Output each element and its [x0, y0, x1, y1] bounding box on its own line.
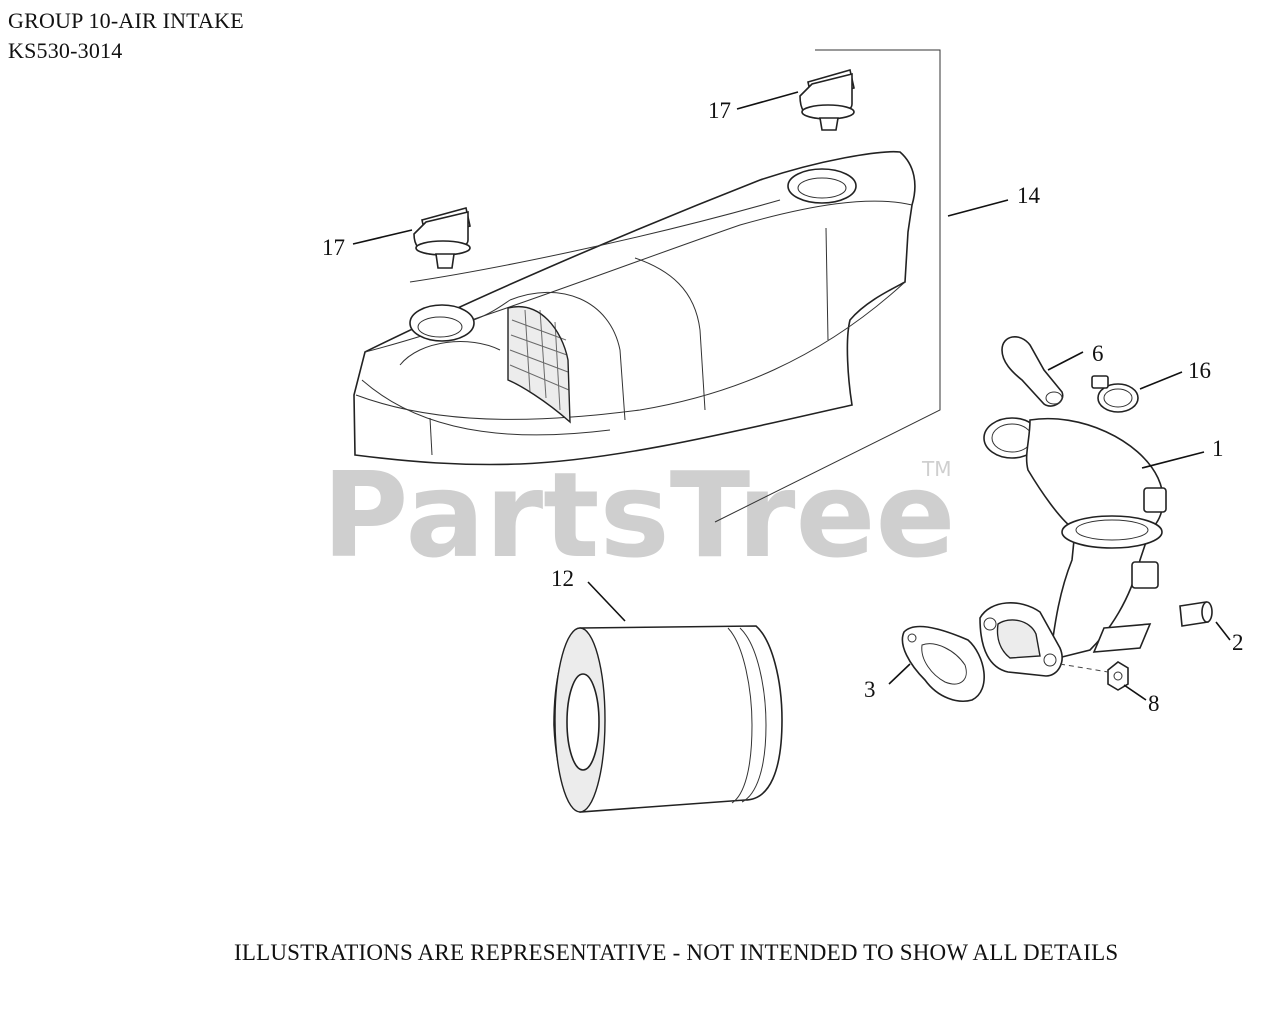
watermark: PartsTree TM	[322, 446, 956, 584]
part-3-gasket[interactable]	[901, 625, 985, 702]
callout-8: 8	[1148, 691, 1160, 716]
part-8-nut[interactable]	[1059, 661, 1129, 691]
callout-6: 6	[1092, 341, 1104, 366]
callout-16: 16	[1188, 358, 1211, 383]
callout-17-upper: 17	[708, 98, 731, 123]
part-17-knob-left[interactable]	[413, 207, 471, 269]
part-14-air-cleaner-cover[interactable]	[353, 150, 916, 466]
callout-12: 12	[551, 566, 574, 591]
part-12-air-filter[interactable]	[553, 625, 783, 813]
leader-lines	[352, 91, 1231, 701]
disclaimer-footer: ILLUSTRATIONS ARE REPRESENTATIVE - NOT I…	[234, 940, 1119, 965]
watermark-trademark: TM	[921, 457, 951, 481]
part-1-intake-elbow[interactable]	[979, 417, 1167, 677]
callout-3: 3	[864, 677, 876, 702]
part-17-knob-upper[interactable]	[799, 68, 855, 131]
part-16-hose-clamp[interactable]	[1091, 375, 1139, 413]
callout-2: 2	[1232, 630, 1244, 655]
model-number: KS530-3014	[8, 38, 123, 63]
callout-1: 1	[1212, 436, 1224, 461]
watermark-brand: PartsTree	[322, 446, 956, 584]
callout-14: 14	[1017, 183, 1041, 208]
part-6-breather-tube[interactable]	[1001, 336, 1064, 407]
assembly-bracket-14	[714, 49, 941, 523]
callout-17-left: 17	[322, 235, 345, 260]
callout-labels: 17 17 14 6 16 1 12 2 3 8	[322, 98, 1244, 716]
group-title: GROUP 10-AIR INTAKE	[8, 8, 244, 33]
part-2-pin[interactable]	[1179, 601, 1213, 627]
